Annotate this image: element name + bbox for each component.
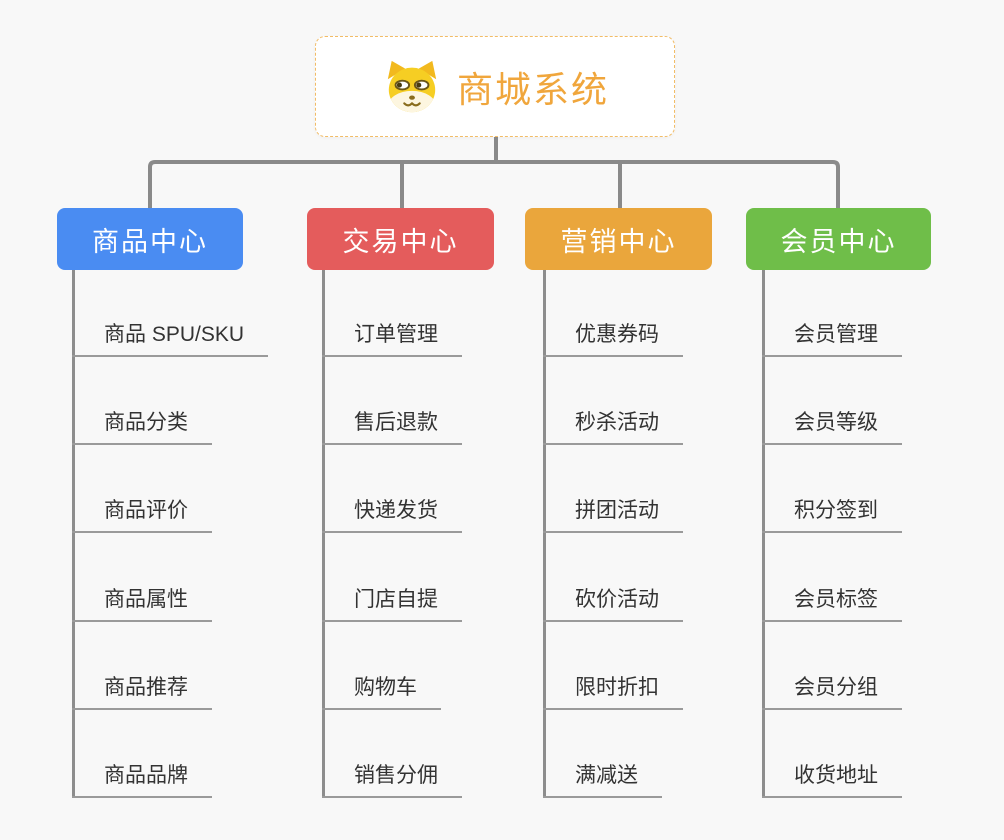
branch-item[interactable]: 会员分组 <box>762 675 902 710</box>
branch-item[interactable]: 积分签到 <box>762 498 902 533</box>
branch-item[interactable]: 秒杀活动 <box>543 410 683 445</box>
branch-header-2[interactable]: 交易中心 <box>307 208 494 270</box>
dog-icon <box>387 60 437 112</box>
branch-item[interactable]: 拼团活动 <box>543 498 683 533</box>
branch-item[interactable]: 会员等级 <box>762 410 902 445</box>
branch-item[interactable]: 订单管理 <box>322 322 462 357</box>
branch-item[interactable]: 收货地址 <box>762 763 902 798</box>
branch-title: 交易中心 <box>342 226 459 257</box>
branch-item[interactable]: 购物车 <box>322 675 441 710</box>
branch-item[interactable]: 快递发货 <box>322 498 462 533</box>
branch-item[interactable]: 会员管理 <box>762 322 902 357</box>
branch-header-4[interactable]: 会员中心 <box>746 208 931 270</box>
branch-rail-line <box>148 160 840 208</box>
branch-title: 商品中心 <box>92 226 208 257</box>
branch-item[interactable]: 商品评价 <box>72 498 212 533</box>
branch-title: 会员中心 <box>780 226 897 257</box>
branch-header-1[interactable]: 商品中心 <box>57 208 243 270</box>
branch-title: 营销中心 <box>560 226 677 257</box>
branch-item[interactable]: 满减送 <box>543 763 662 798</box>
branch-item[interactable]: 会员标签 <box>762 587 902 622</box>
branch-item[interactable]: 门店自提 <box>322 587 462 622</box>
branch-connector-line <box>543 270 546 798</box>
branch-item[interactable]: 优惠券码 <box>543 322 683 357</box>
branch-item[interactable]: 商品推荐 <box>72 675 212 710</box>
branch-item[interactable]: 砍价活动 <box>543 587 683 622</box>
branch-header-3[interactable]: 营销中心 <box>525 208 712 270</box>
branch-connector-line <box>762 270 765 798</box>
branch-item[interactable]: 商品分类 <box>72 410 212 445</box>
branch-item[interactable]: 销售分佣 <box>322 763 462 798</box>
branch-connector-line <box>322 270 325 798</box>
branch-item[interactable]: 商品 SPU/SKU <box>72 322 269 357</box>
branch-item[interactable]: 商品属性 <box>72 587 212 622</box>
branch-connector-line <box>72 270 75 798</box>
branch-item[interactable]: 售后退款 <box>322 410 462 445</box>
branch-item[interactable]: 限时折扣 <box>543 675 683 710</box>
root-title: 商城系统 <box>456 68 609 110</box>
branch-item[interactable]: 商品品牌 <box>72 763 212 798</box>
root-node[interactable]: 商城系统 <box>315 36 675 137</box>
